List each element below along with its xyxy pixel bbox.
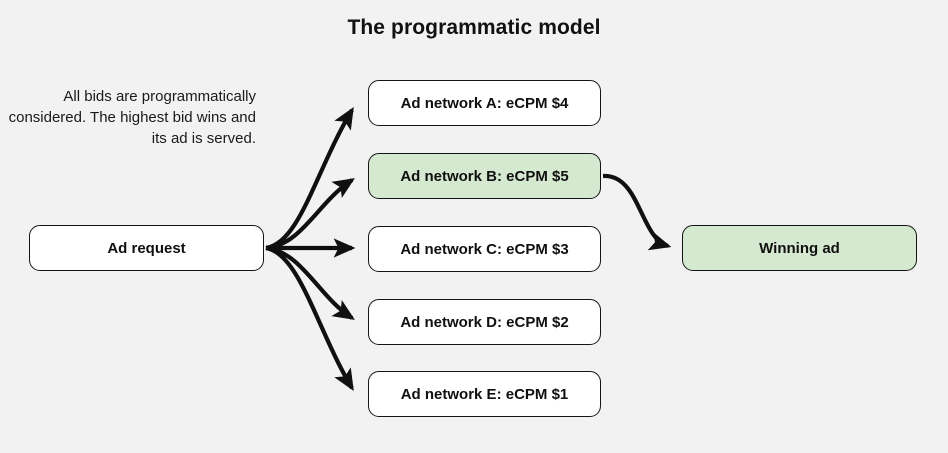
- node-ad-network-b[interactable]: Ad network B: eCPM $5: [368, 153, 601, 199]
- node-ad-network-d-label: Ad network D: eCPM $2: [400, 313, 569, 331]
- edge-request-to-network-d: [265, 245, 355, 320]
- node-ad-network-d[interactable]: Ad network D: eCPM $2: [368, 299, 601, 345]
- node-ad-network-e-label: Ad network E: eCPM $1: [400, 385, 569, 403]
- node-ad-network-c[interactable]: Ad network C: eCPM $3: [368, 226, 601, 272]
- edge-request-to-network-b: [265, 178, 355, 251]
- node-ad-network-a-label: Ad network A: eCPM $4: [400, 94, 569, 112]
- page-title: The programmatic model: [347, 16, 601, 39]
- node-ad-request-label: Ad request: [107, 239, 186, 257]
- node-ad-network-b-label: Ad network B: eCPM $5: [400, 167, 569, 185]
- node-winning-ad[interactable]: Winning ad: [682, 225, 917, 271]
- edge-network-b-to-winning-ad: [602, 173, 672, 251]
- edge-request-to-network-e: [265, 245, 354, 391]
- node-ad-request[interactable]: Ad request: [29, 225, 264, 271]
- node-ad-network-e[interactable]: Ad network E: eCPM $1: [368, 371, 601, 417]
- node-ad-network-c-label: Ad network C: eCPM $3: [400, 240, 569, 258]
- edge-request-to-network-a: [265, 107, 354, 251]
- node-winning-ad-label: Winning ad: [759, 239, 840, 257]
- diagram-caption: All bids are programmatically considered…: [8, 88, 256, 147]
- node-ad-network-a[interactable]: Ad network A: eCPM $4: [368, 80, 601, 126]
